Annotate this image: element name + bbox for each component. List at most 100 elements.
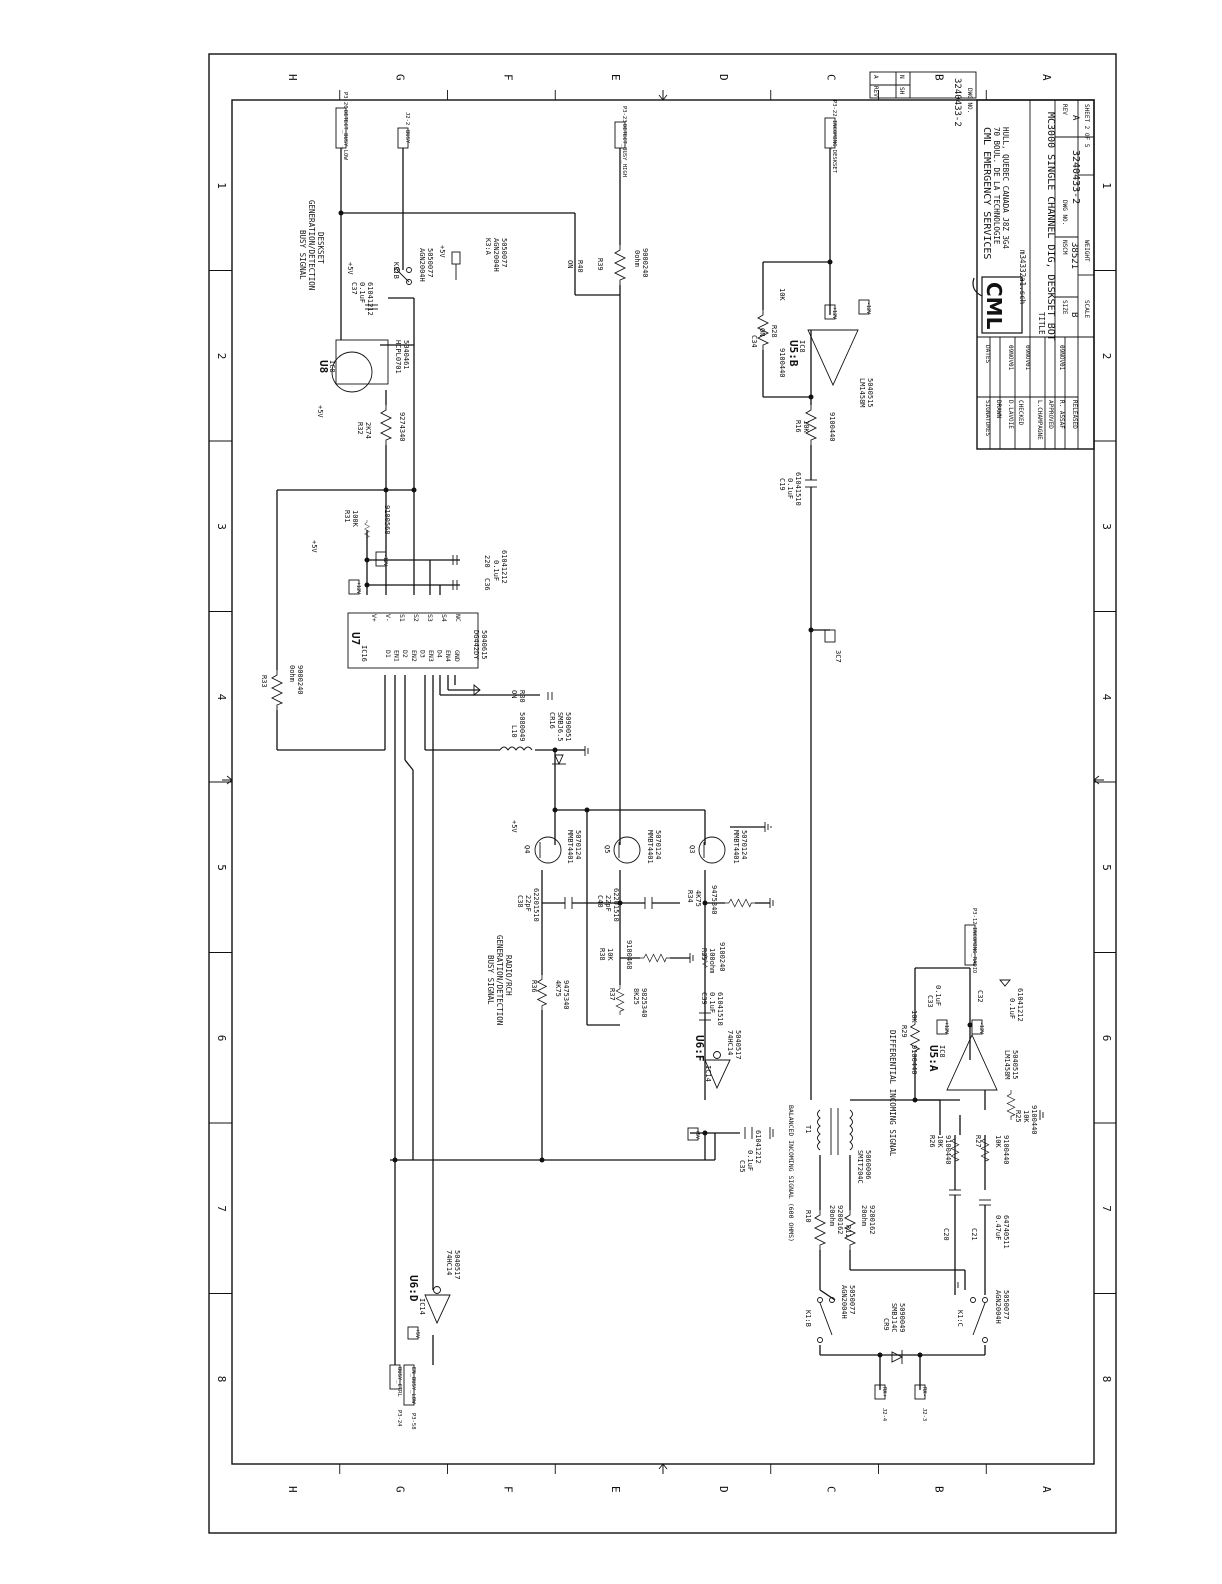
ground-symbols — [473, 684, 1044, 1290]
q4-part: MMBT4401 — [566, 830, 574, 864]
p12-u7: +12V — [355, 582, 361, 594]
c33-ref: C33 — [926, 995, 934, 1008]
section-deskset-line1: BUSY SIGNAL — [298, 230, 307, 280]
u8-pn: 5040461 — [402, 340, 410, 370]
r33-ref: R33 — [260, 675, 268, 688]
zone-label-column: 5 — [1100, 864, 1113, 871]
c32-pn: 61041212 — [1016, 988, 1024, 1022]
u7-pin-label: D2 — [401, 650, 409, 658]
rev-box-rev: REV — [872, 86, 879, 97]
u7-pin-label: EN1 — [393, 650, 401, 662]
r27-ref: R27 — [974, 1135, 982, 1148]
c35-val: 0.1uF — [746, 1150, 754, 1171]
u6f-pn: 5040517 — [734, 1030, 742, 1060]
rev-box-sh: SH — [898, 87, 905, 95]
u6d-part: 74HC14 — [445, 1250, 453, 1275]
zone-label-row: F — [501, 1486, 514, 1493]
revision-box: DWG NO. 3240433-2 SH N REV A — [869, 71, 977, 127]
company-address-2: HULL, QUEBEC CANADA J8Z 3G4 — [1001, 127, 1010, 249]
u7-pin-label: EN3 — [427, 650, 435, 662]
u7-pn: 5040615 — [480, 630, 488, 660]
r29-ref: R29 — [900, 1025, 908, 1038]
k3a-part: AGN2004H — [492, 238, 500, 272]
r27-val: 10K — [994, 1135, 1002, 1148]
cr9-ref: CR9 — [882, 1318, 890, 1331]
zone-label-row: B — [932, 1486, 945, 1493]
r16-val: 10K — [802, 420, 810, 433]
u5a-pn: 5040515 — [1011, 1050, 1019, 1080]
c38-val: 22pF — [524, 895, 532, 912]
net-en-busy-low: EN_BUSY_LOW — [410, 1367, 416, 1404]
q4-pn: 5070124 — [574, 830, 582, 860]
relay-k1c: K1:C AGN2004H 5050077 — [956, 1290, 1010, 1343]
c37-ref: C37 — [350, 282, 358, 295]
k1c-part: AGN2004H — [994, 1290, 1002, 1324]
net-p3-24: P3-24 — [396, 1410, 402, 1427]
u6f-part: 74HC14 — [726, 1030, 734, 1055]
checked-label: CHECKED — [1017, 400, 1024, 426]
r36-pn: 9475340 — [562, 980, 570, 1010]
r39-val: 0ohm — [633, 250, 641, 267]
q5-ref: Q5 — [603, 845, 611, 853]
r38-val: 10K — [606, 948, 614, 961]
size-value: B — [1069, 312, 1079, 317]
resistors: R32 2K74 9274340 R31 100K 9100568 R33 0o… — [260, 244, 1038, 1251]
wires — [276, 148, 986, 1390]
r34-val: 4K75 — [694, 890, 702, 907]
drawing-border — [208, 53, 1117, 1534]
section-radio-line2: GENERATION/DETECTION — [495, 935, 504, 1025]
relay-k3b: K3:B AGN2004H 5050077 — [392, 248, 434, 285]
r26-pn: 9100440 — [944, 1135, 952, 1165]
r39-pn: 9000240 — [641, 248, 649, 278]
size-label: SIZE — [1061, 300, 1068, 315]
power-labels: +5V +5V +5V +5V +5V +12V -12V +12V -12V … — [310, 245, 984, 1340]
k1c-ref: K1:C — [956, 1310, 964, 1327]
u7-pin-label: NC — [454, 614, 462, 622]
border-arrows — [222, 90, 1104, 1474]
r38-ref: R38 — [598, 948, 606, 961]
u5a-ref: U5:A — [927, 1045, 940, 1072]
c21-ref: C21 — [970, 1228, 978, 1241]
vcc-q4: +5V — [510, 820, 518, 833]
c21-pn: 64740511 — [1002, 1215, 1010, 1249]
r28-val: 10K — [778, 288, 786, 301]
drawn-date: 09NOV01 — [1007, 345, 1014, 371]
l10-ref: L10 — [510, 725, 518, 738]
rev-label: REV — [1061, 104, 1068, 115]
u6f-inverter: U6:F IC14 74HC14 5040517 — [693, 1030, 742, 1090]
net-busy-ctrl: BUSY_CTRL — [396, 1367, 402, 1397]
t1-pn: 5060006 — [864, 1150, 872, 1180]
r11-pn: 9200162 — [868, 1205, 876, 1235]
r25-pn: 9100440 — [1030, 1105, 1038, 1135]
zone-label-row: C — [825, 1486, 838, 1493]
checked-by: L.CHAMPAGNE — [1036, 400, 1043, 440]
transistor-q3: Q3 MMBT4401 5070124 — [688, 830, 748, 864]
u7-pkg: IC16 — [360, 645, 368, 662]
q3-part: MMBT4401 — [732, 830, 740, 864]
k1c-pn: 5050077 — [1002, 1290, 1010, 1320]
c39-pn: 61041510 — [716, 992, 724, 1026]
sheet-number: SHEET 2 OF 5 — [1083, 104, 1090, 148]
relay-k1b: K1:B AGN2004H 5050077 — [804, 1285, 856, 1343]
net-j2-2: J2-2 — [404, 112, 410, 125]
drawn-label: DRAWN — [995, 400, 1002, 418]
n12-u7: -12V — [382, 554, 388, 566]
t1-ref: T1 — [804, 1125, 812, 1133]
approved-by: R. ASSAF — [1058, 400, 1065, 429]
zone-label-row: H — [286, 74, 299, 81]
net-j2-3: J2-3 — [921, 1408, 927, 1421]
net-detect-busy-high: DETECT_BUSY_HIGH — [621, 124, 627, 177]
dwg-no-label: DWG NO. — [1061, 200, 1068, 225]
r33-pn: 9000240 — [296, 665, 304, 695]
released-label: RELEASED — [1071, 400, 1078, 429]
rev-box-dwg-label: DWG NO. — [966, 88, 973, 113]
company-name: CML EMERGENCY SERVICES — [981, 127, 992, 259]
r26-val: 10K — [936, 1135, 944, 1148]
r35-val: 100ohm — [708, 948, 716, 973]
zone-label-column: 3 — [215, 523, 228, 530]
u5b-pkg: IC8 — [798, 340, 806, 353]
r36-ref: R36 — [530, 980, 538, 993]
u7-pin-label: GND — [453, 650, 461, 662]
u5b-part: LM1458M — [858, 378, 866, 408]
